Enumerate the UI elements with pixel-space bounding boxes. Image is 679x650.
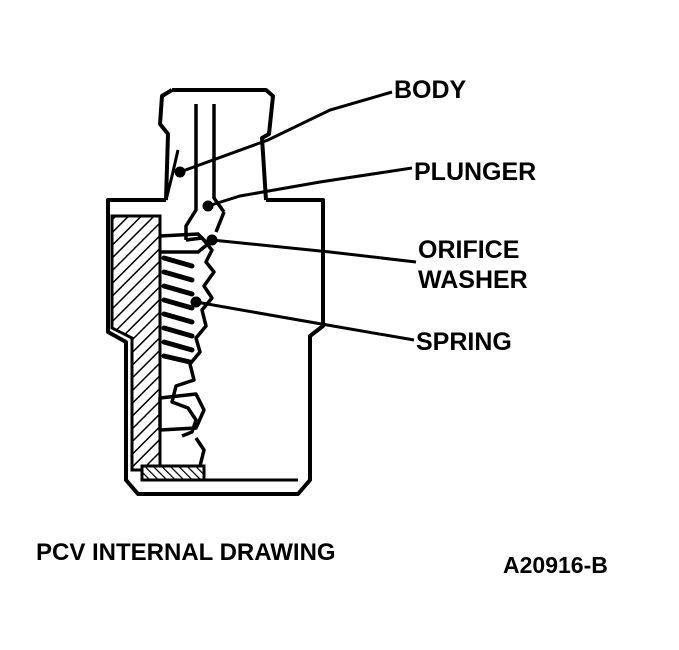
orifice-leader-dot [206, 234, 218, 246]
label-spring: SPRING [416, 328, 512, 356]
spring [161, 255, 195, 365]
label-plunger: PLUNGER [414, 158, 536, 186]
spring-leader-dot [190, 296, 202, 308]
plunger-leader-dot [202, 200, 214, 212]
body-leader [179, 90, 393, 174]
orifice-leader [211, 238, 417, 264]
bottom-seat [140, 464, 298, 482]
plunger-leader [207, 166, 413, 208]
body-wall-section [110, 149, 180, 472]
valve-body [106, 88, 325, 496]
plunger [158, 104, 226, 467]
label-orifice-line1: ORIFICE [418, 236, 519, 264]
diagram-caption: PCV INTERNAL DRAWING [36, 539, 336, 566]
leader-lines [174, 90, 417, 342]
label-orifice-line2: WASHER [418, 266, 528, 294]
figure-id: A20916-B [503, 552, 608, 578]
spring-leader [195, 300, 415, 342]
label-body: BODY [394, 76, 467, 104]
body-leader-dot [174, 166, 186, 178]
orifice-washer [159, 232, 211, 254]
